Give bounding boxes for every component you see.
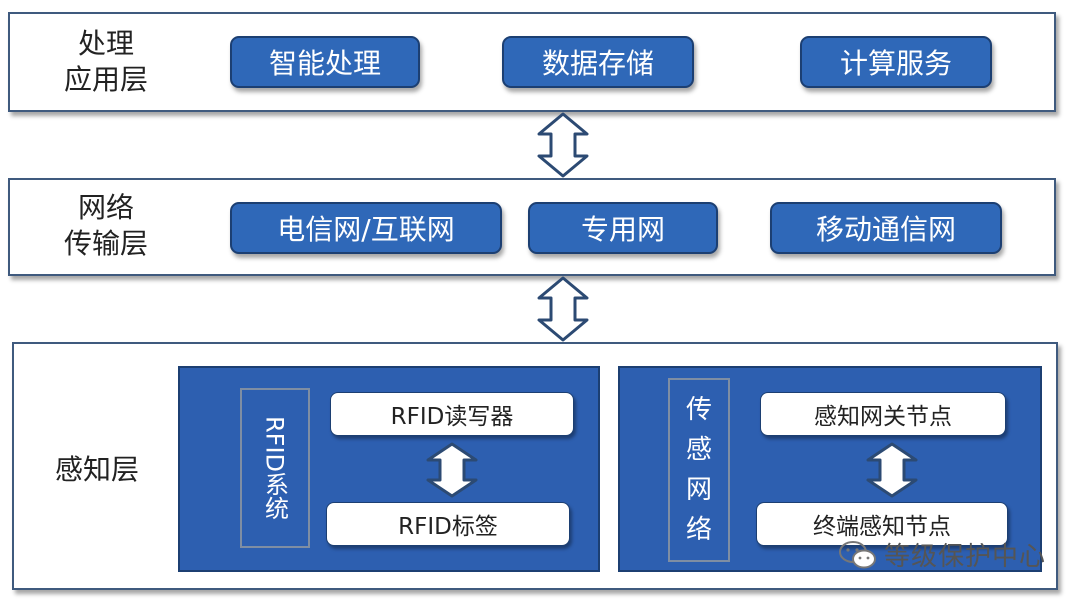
perception-layer-label: 感知层 <box>54 453 139 486</box>
double-arrow-icon <box>866 442 918 498</box>
gateway-node-box: 感知网关节点 <box>760 392 1006 436</box>
private-network-box: 专用网 <box>528 202 718 254</box>
application-layer: 处理 应用层 智能处理 数据存储 计算服务 <box>8 12 1056 112</box>
smart-processing-box: 智能处理 <box>230 36 420 88</box>
rfid-system-panel: RFID系统 RFID读写器 RFID标签 <box>178 366 600 572</box>
rfid-tag-box: RFID标签 <box>326 502 570 546</box>
network-layer: 网络 传输层 电信网/互联网 专用网 移动通信网 <box>8 178 1056 276</box>
watermark-text: 等级保护中心 <box>884 542 1047 572</box>
application-layer-label-line2: 应用层 <box>63 63 148 96</box>
telecom-internet-box: 电信网/互联网 <box>230 202 502 254</box>
mobile-network-box: 移动通信网 <box>770 202 1002 254</box>
double-arrow-icon <box>426 442 478 498</box>
rfid-system-title: RFID系统 <box>260 415 289 521</box>
rfid-system-title-box: RFID系统 <box>240 388 310 548</box>
double-arrow-icon <box>537 112 589 178</box>
rfid-reader-box: RFID读写器 <box>330 392 574 436</box>
computing-service-box: 计算服务 <box>800 36 992 88</box>
application-layer-label: 处理 应用层 <box>46 26 166 98</box>
terminal-node-box: 终端感知节点 <box>756 502 1008 546</box>
data-storage-box: 数据存储 <box>502 36 694 88</box>
watermark: 等级保护中心 <box>838 536 1046 573</box>
application-layer-label-line1: 处理 <box>77 27 134 60</box>
perception-layer: 感知层 RFID系统 RFID读写器 RFID标签 传感网络 感知网关节点 终端… <box>12 342 1058 590</box>
sensor-network-title: 传感网络 <box>685 395 712 545</box>
sensor-network-panel: 传感网络 感知网关节点 终端感知节点 <box>618 366 1042 572</box>
sensor-network-title-box: 传感网络 <box>668 378 730 562</box>
network-layer-label-line2: 传输层 <box>63 227 148 260</box>
wechat-icon <box>839 540 876 568</box>
double-arrow-icon <box>537 276 589 342</box>
network-layer-label: 网络 传输层 <box>46 190 166 262</box>
network-layer-label-line1: 网络 <box>77 191 134 224</box>
